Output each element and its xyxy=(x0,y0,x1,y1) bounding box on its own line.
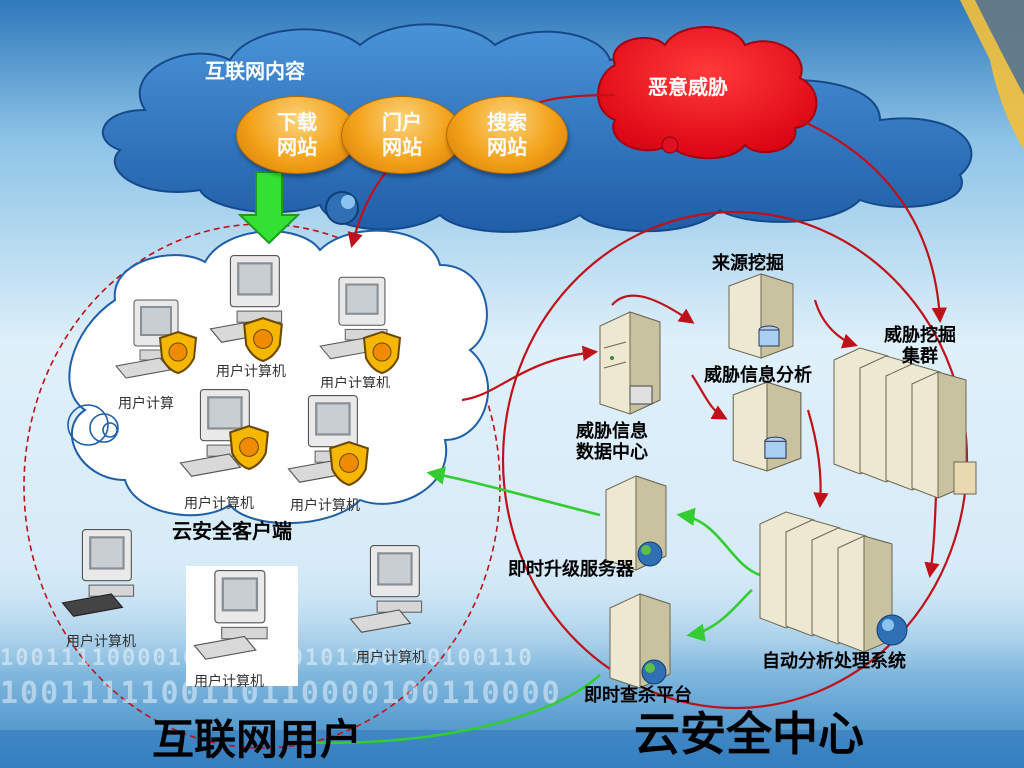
cloud-security-center-title: 云安全中心 xyxy=(634,707,864,761)
user-computer-4 xyxy=(176,384,276,488)
server-icon xyxy=(599,311,661,415)
globe-icon xyxy=(325,191,359,225)
user-computer-label-1: 用户计算 xyxy=(118,396,174,412)
instant-upgrade-server-label: 即时升级服务器 xyxy=(508,559,634,580)
shield-badge-1 xyxy=(158,330,198,378)
computer-icon xyxy=(319,276,388,360)
user-computer-label-4: 用户计算机 xyxy=(184,496,254,512)
threat-analysis-server xyxy=(722,378,812,477)
shield-badge-5 xyxy=(328,440,370,490)
kill-to-users-line xyxy=(289,674,601,745)
database-server-icon xyxy=(732,381,802,472)
lion-shield-icon xyxy=(329,440,369,487)
computer-icon xyxy=(193,569,268,660)
computer-icon xyxy=(349,545,423,633)
computer-icon xyxy=(61,529,135,617)
malicious-threat-label: 恶意威胁 xyxy=(648,75,728,99)
datacenter-to-analysis-arrow xyxy=(691,374,728,420)
portal-site-node: 门户 网站 xyxy=(341,96,463,174)
user-computer-label-2: 用户计算机 xyxy=(216,364,286,380)
download-arrow xyxy=(237,171,301,245)
threat-cloud-shape xyxy=(597,26,818,160)
threat-analysis-label: 威胁信息分析 xyxy=(704,365,812,386)
shield-badge-4 xyxy=(228,424,270,474)
shield-badge-3 xyxy=(362,330,402,378)
threat-data-center-label: 威胁信息 数据中心 xyxy=(576,421,648,463)
threat-mining-cluster-label: 威胁挖掘 集群 xyxy=(884,325,956,367)
user-computer-2 xyxy=(206,250,306,354)
server-cluster-icon xyxy=(833,347,977,499)
auto-to-upgrade-arrow xyxy=(676,507,761,577)
auto-analysis-system-label: 自动分析处理系统 xyxy=(762,651,906,672)
download-site-label: 下载 网站 xyxy=(277,110,317,159)
threat-mining-cluster xyxy=(830,340,1000,504)
user-computer-3 xyxy=(316,272,410,370)
server-cluster-icon xyxy=(759,511,908,653)
computer-icon xyxy=(179,389,253,477)
search-site-label: 搜索 网站 xyxy=(487,110,527,159)
lion-shield-icon xyxy=(362,330,402,375)
internet-users-title: 互联网用户 xyxy=(152,715,363,764)
portal-site-label: 门户 网站 xyxy=(382,110,422,159)
lion-shield-icon xyxy=(243,316,283,363)
user-computer-label-6: 用户计算机 xyxy=(66,634,136,650)
instant-upgrade-server xyxy=(596,472,676,576)
server-icon xyxy=(609,593,671,689)
instant-kill-platform-server xyxy=(600,590,680,694)
computer-icon xyxy=(115,299,181,379)
analysis-to-auto-arrow xyxy=(806,409,829,509)
search-site-node: 搜索 网站 xyxy=(446,96,568,174)
threat-to-cluster-arrow xyxy=(799,118,947,324)
user-computer-1 xyxy=(112,296,202,388)
computer-icon xyxy=(209,254,283,343)
user-computer-label-8: 用户计算机 xyxy=(356,650,426,666)
cluster-to-auto-arrow xyxy=(924,494,940,579)
user-computer-label-7: 用户计算机 xyxy=(194,674,264,690)
user-computer-6 xyxy=(58,524,158,628)
download-site-node: 下载 网站 xyxy=(236,96,358,174)
datacenter-to-source-arrow xyxy=(611,294,695,324)
lion-shield-icon xyxy=(229,424,269,471)
instant-kill-platform-label: 即时查杀平台 xyxy=(584,685,692,706)
cloud-security-client-label: 云安全客户端 xyxy=(172,519,292,543)
user-computer-label-3: 用户计算机 xyxy=(320,376,390,388)
source-to-cluster-arrow xyxy=(813,299,858,349)
source-mining-label: 来源挖掘 xyxy=(712,253,784,274)
auto-to-kill-arrow xyxy=(686,589,753,642)
user-computer-label-5: 用户计算机 xyxy=(290,498,360,514)
database-server-icon xyxy=(728,273,794,359)
server-icon xyxy=(605,475,667,571)
threat-data-center-server xyxy=(590,308,670,422)
lion-shield-icon xyxy=(158,330,198,375)
shield-badge-2 xyxy=(242,316,284,366)
internet-content-title: 互联网内容 xyxy=(205,59,305,83)
auto-analysis-system xyxy=(756,504,926,658)
client-to-datacenter-arrow xyxy=(461,345,599,402)
source-mining-server xyxy=(716,270,806,364)
user-computer-7 xyxy=(186,566,298,686)
upgrade-to-client-arrow xyxy=(426,466,601,517)
user-computer-8 xyxy=(346,540,446,644)
